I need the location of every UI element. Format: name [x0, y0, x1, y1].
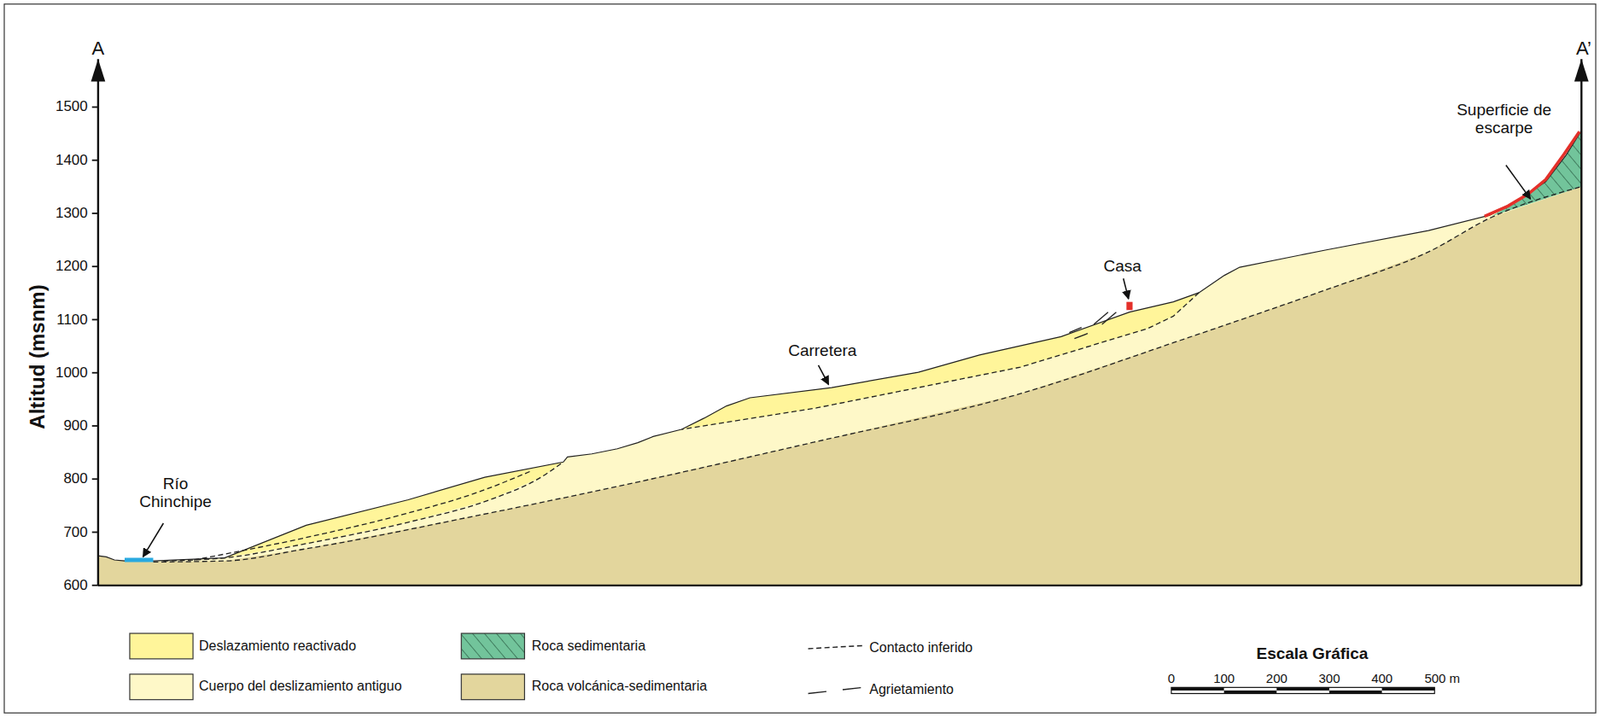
axis-line: [1580, 58, 1583, 586]
scarp-surface: [1484, 131, 1580, 217]
feature-label: Río Chinchipe: [128, 476, 223, 513]
axis-tick: [92, 319, 99, 322]
old-landslide-body: [98, 130, 1582, 586]
river: [124, 558, 153, 563]
tick-label: 1500: [55, 99, 88, 116]
tick-label: 600: [63, 578, 88, 595]
axis-arrow: [1574, 58, 1589, 82]
tick-label: 1100: [56, 311, 88, 328]
axis-tick: [92, 159, 99, 162]
scale-number: 0: [1167, 671, 1175, 687]
axis-tick: [92, 478, 99, 480]
feature-label: Casa: [1103, 256, 1141, 275]
leader-arrow: [1123, 278, 1129, 299]
legend-line: [808, 645, 865, 649]
scale-bar-segment: [1276, 687, 1330, 691]
legend-text: Roca volcánica-sedimentaria: [531, 679, 707, 695]
leader-arrow: [818, 365, 830, 386]
scale-number: 100: [1213, 671, 1235, 687]
legend-swatch: [461, 674, 525, 701]
axis-tick: [92, 584, 99, 587]
leader-arrow: [1506, 165, 1531, 199]
scale-number: 500 m: [1424, 671, 1460, 687]
inferred-contact: [193, 471, 531, 561]
figure-frame: [4, 4, 1596, 713]
tick-label: 1300: [55, 205, 88, 222]
ground-surface: [98, 130, 1582, 561]
scale-bar-segment: [1382, 687, 1436, 691]
tick-label: 1000: [55, 364, 88, 381]
scale-number: 400: [1371, 671, 1393, 687]
legend-text: Roca sedimentaria: [531, 638, 646, 655]
legend-swatch: [461, 633, 525, 660]
scale-bar-segment: [1329, 690, 1383, 695]
tick-label: 800: [63, 471, 88, 488]
axis-line: [97, 58, 100, 586]
feature-label: Superficie de escarpe: [1440, 101, 1569, 138]
scale-number: 200: [1266, 671, 1288, 687]
axis-tick: [92, 106, 99, 109]
scale-bar-segment: [1224, 690, 1278, 695]
axis-tick: [92, 212, 99, 215]
axis-tick: [92, 425, 99, 427]
legend-text: Agrietamiento: [869, 682, 954, 698]
legend-swatch: [129, 633, 193, 660]
legend-line: [808, 687, 865, 694]
tick-label: 900: [63, 418, 88, 435]
axis-arrow: [91, 58, 106, 82]
house-symbol: [1126, 302, 1133, 311]
tick-label: 1400: [55, 151, 88, 169]
legend-sample: [461, 633, 525, 660]
axis-line: [98, 584, 1582, 587]
legend-sample: [129, 674, 193, 701]
legend-sample: [808, 645, 865, 649]
legend-text: Contacto inferido: [869, 640, 973, 656]
scale-number: 300: [1319, 671, 1341, 687]
legend-text: Deslazamiento reactivado: [198, 638, 357, 655]
legend-sample: [129, 633, 193, 660]
inferred-contact: [681, 292, 1199, 430]
crack-mark: [1074, 333, 1088, 339]
legend-sample: [461, 674, 525, 701]
legend-swatch: [129, 674, 193, 701]
axis-tick: [92, 372, 99, 374]
section-end: A: [91, 38, 105, 59]
scale-title: Escala Gráfica: [1255, 645, 1368, 664]
scale-bar: [1171, 687, 1435, 694]
legend-sample: [808, 687, 865, 694]
axis-tick: [92, 531, 99, 534]
tick-label: 700: [63, 524, 88, 541]
legend-text: Cuerpo del deslizamiento antiguo: [198, 679, 402, 695]
section-end: A’: [1576, 38, 1592, 59]
leader-arrow: [142, 523, 164, 557]
sedimentary-rock: [1491, 130, 1582, 217]
inferred-contact: [152, 186, 1582, 563]
axis-tick: [92, 265, 99, 268]
scale-bar-segment: [1171, 687, 1225, 691]
crack-mark: [1102, 312, 1117, 325]
axis-title: Altitud (msnm): [26, 285, 49, 430]
feature-label: Carretera: [788, 342, 857, 361]
tick-label: 1200: [55, 258, 88, 275]
